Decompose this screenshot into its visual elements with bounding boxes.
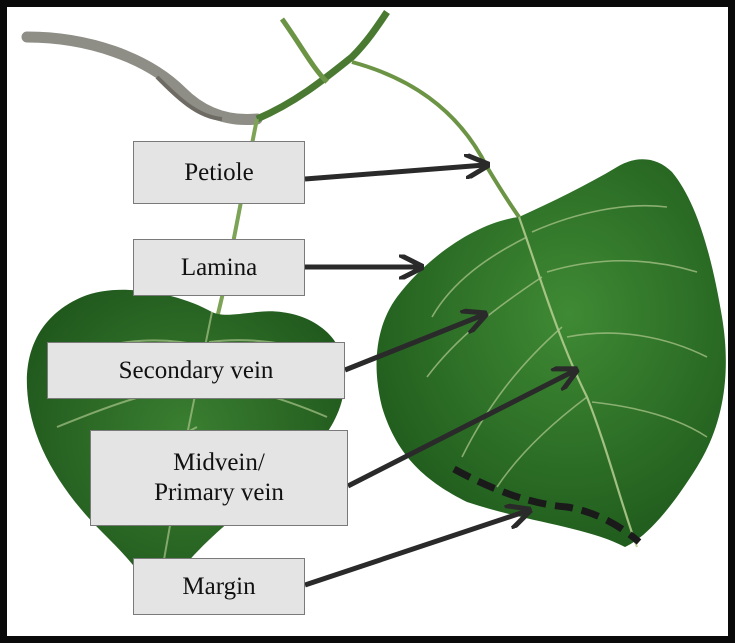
- arrow-petiole: [305, 165, 485, 179]
- twig: [27, 37, 257, 120]
- right-leaf: [377, 159, 726, 547]
- leaf-illustration: [7, 7, 728, 636]
- margin-label: Margin: [133, 558, 305, 615]
- midvein-label: Midvein/ Primary vein: [90, 430, 348, 526]
- secondary-vein-label-text: Secondary vein: [119, 356, 274, 386]
- lamina-label-text: Lamina: [181, 253, 257, 283]
- secondary-vein-label: Secondary vein: [47, 342, 345, 399]
- margin-label-text: Margin: [182, 572, 255, 602]
- petiole-label: Petiole: [133, 141, 305, 204]
- midvein-label-line2: Primary vein: [154, 478, 284, 508]
- lamina-label: Lamina: [133, 239, 305, 296]
- petiole-label-text: Petiole: [184, 158, 253, 188]
- midvein-label-line1: Midvein/: [173, 448, 265, 478]
- petiole-stem: [352, 62, 519, 217]
